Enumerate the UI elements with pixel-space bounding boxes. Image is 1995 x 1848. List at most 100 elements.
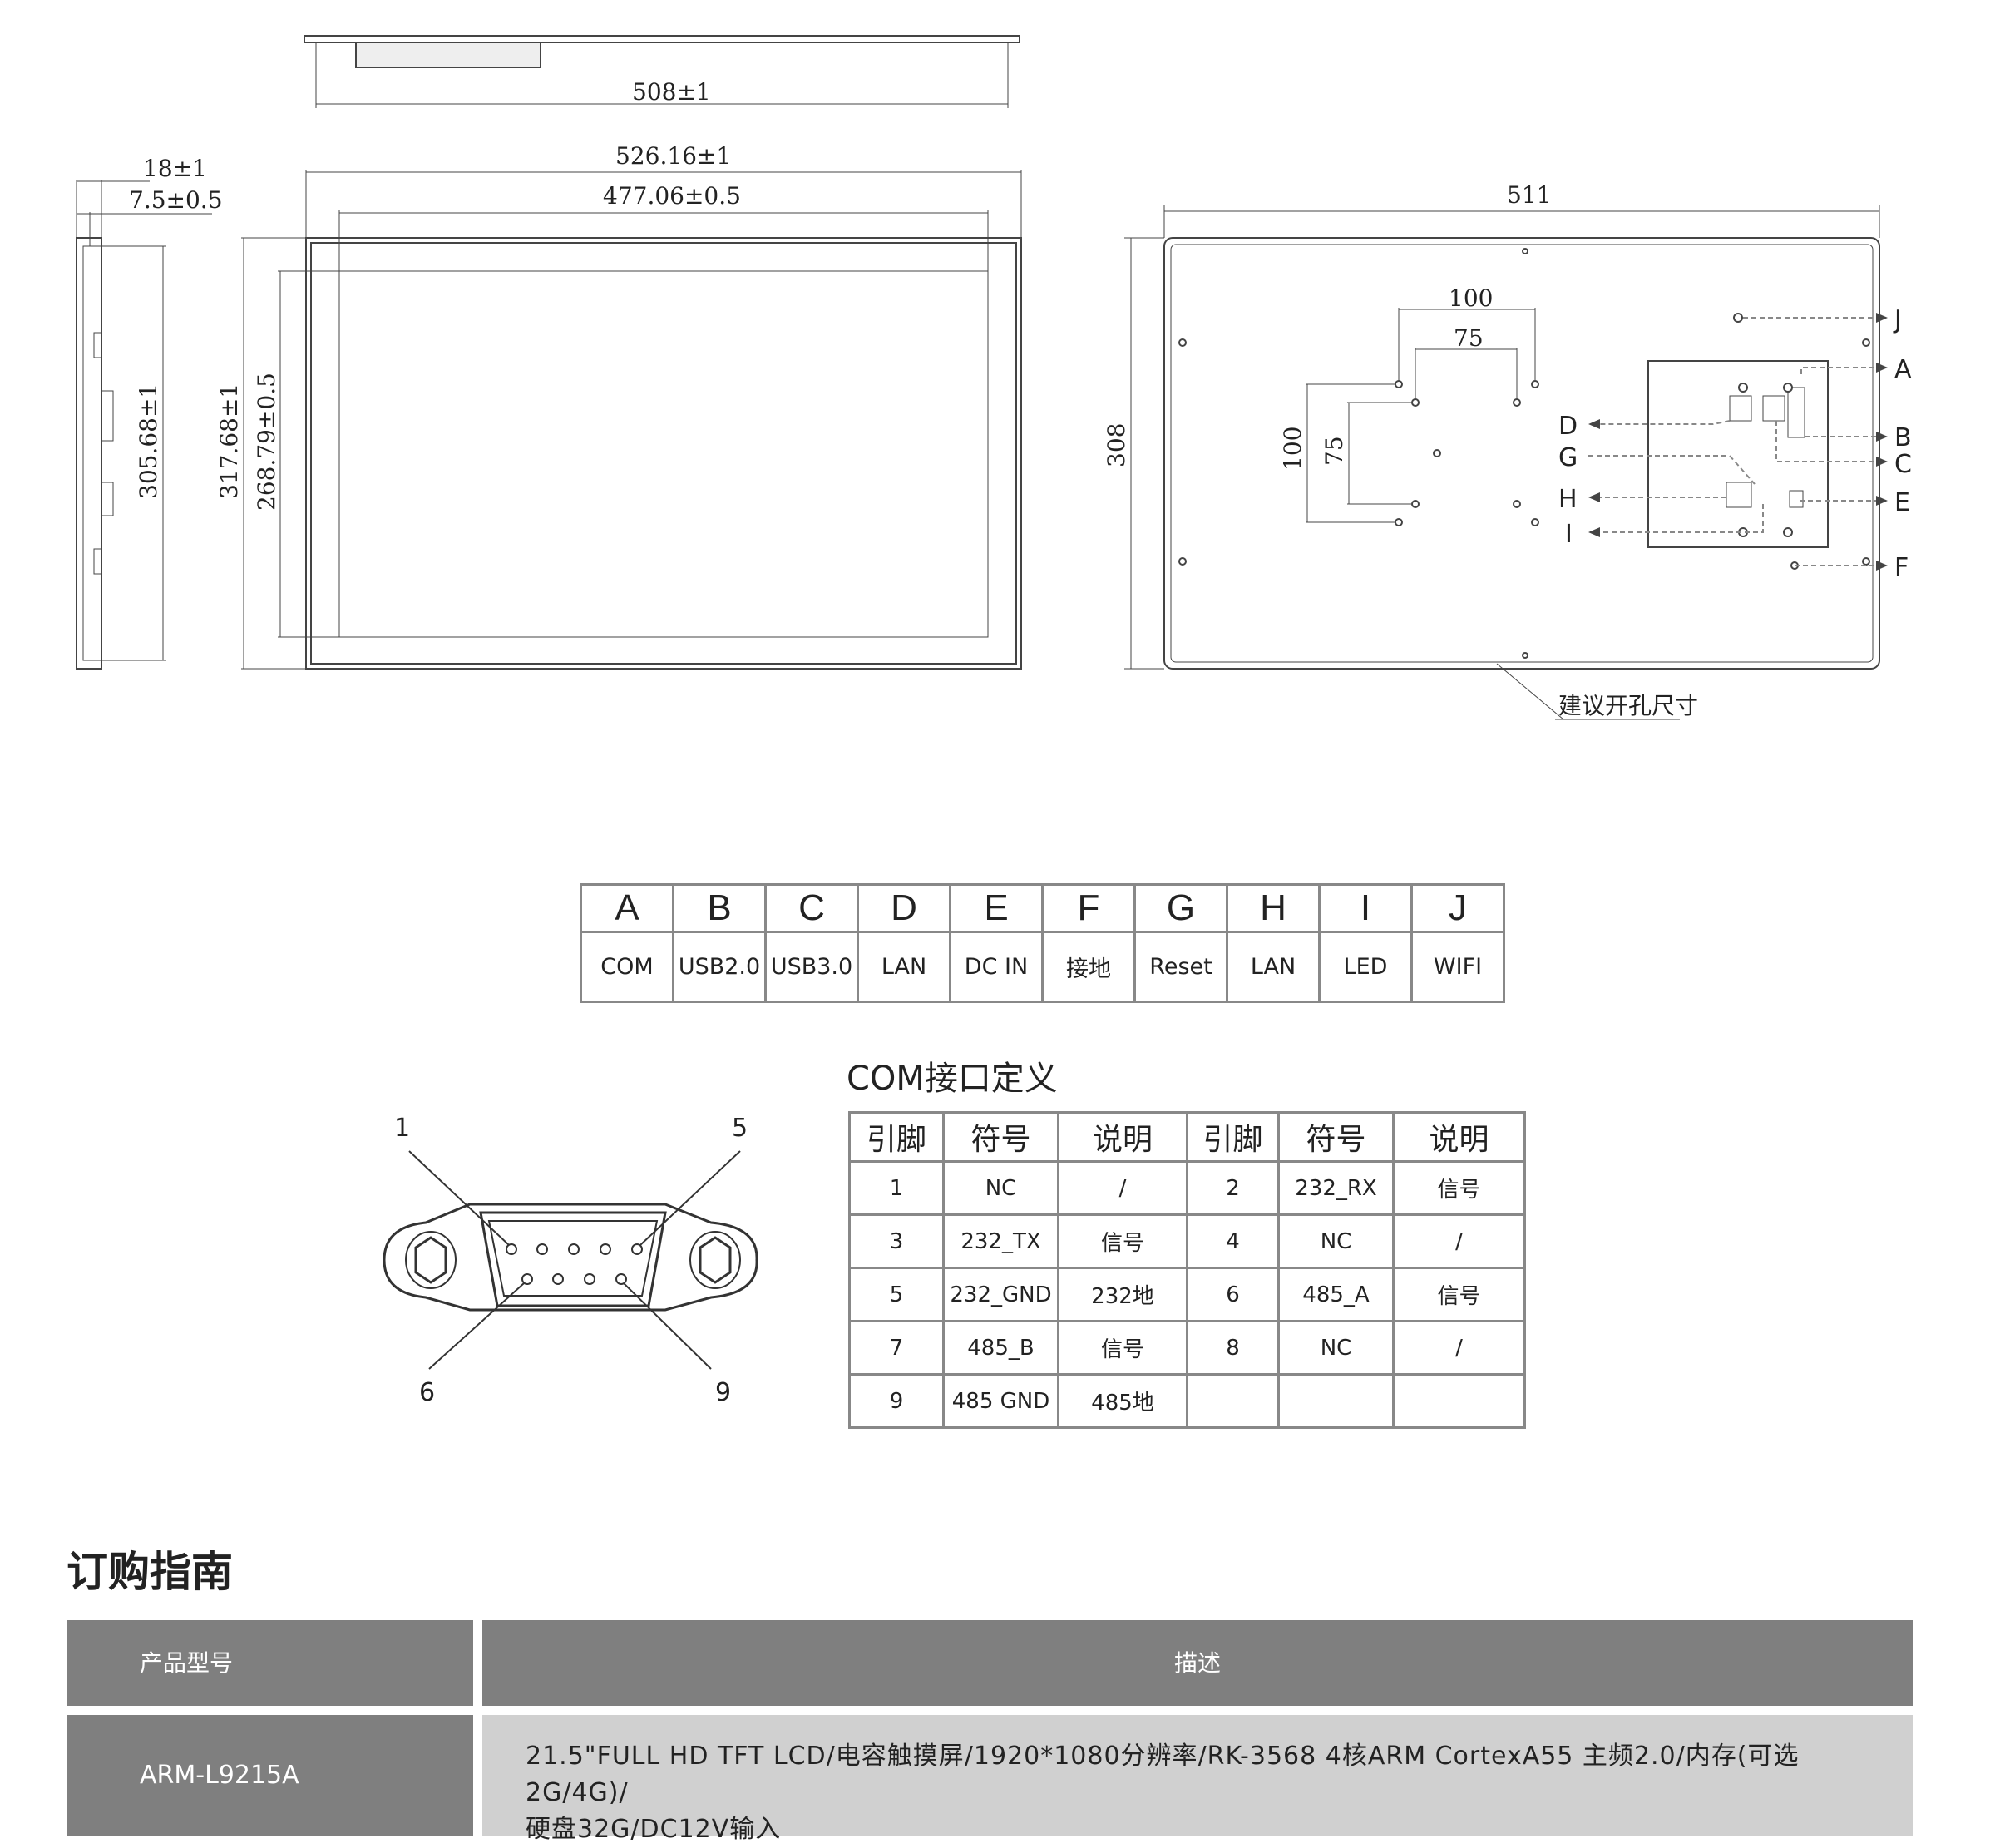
pin-label-5: 5 <box>732 1114 748 1143</box>
com-cell: 信号 <box>1057 1213 1188 1269</box>
port-name: DC IN <box>949 931 1044 1003</box>
com-header: 符号 <box>1277 1111 1395 1163</box>
com-cell: 信号 <box>1057 1320 1188 1376</box>
side-view <box>76 180 212 670</box>
port-name-row: COM USB2.0 USB3.0 LAN DC IN 接地 Reset LAN… <box>580 931 1505 1003</box>
com-cell: 4 <box>1186 1213 1280 1269</box>
com-cell: 信号 <box>1392 1160 1526 1216</box>
com-cell: 5 <box>848 1267 945 1322</box>
com-cell: 信号 <box>1392 1267 1526 1322</box>
dim-vesa-inner-v: 75 <box>1321 436 1348 466</box>
com-cell: / <box>1057 1160 1188 1216</box>
port-letter: H <box>1226 883 1321 933</box>
com-cell: NC <box>942 1160 1059 1216</box>
order-desc-line-2: 硬盘32G/DC12V输入 <box>526 1815 782 1844</box>
com-cell: 6 <box>1186 1267 1280 1322</box>
port-letter: I <box>1318 883 1413 933</box>
dim-back-width: 511 <box>1507 181 1551 209</box>
com-row: 7 485_B 信号 8 NC / <box>848 1320 1526 1376</box>
com-cell: NC <box>1277 1213 1395 1269</box>
callout-i: I <box>1565 520 1573 549</box>
port-letter: D <box>857 883 951 933</box>
com-cell: 7 <box>848 1320 945 1376</box>
com-header: 符号 <box>942 1111 1059 1163</box>
technical-drawing: J A B C D G H E I F 508±1 526.16±1 477.0… <box>76 35 1912 1407</box>
port-table: A B C D E F G H I J COM USB2.0 USB3.0 LA… <box>580 883 1505 1003</box>
port-letter: E <box>949 883 1044 933</box>
back-view <box>1124 205 1880 720</box>
com-cell: 232地 <box>1057 1267 1188 1322</box>
com-header: 说明 <box>1057 1111 1188 1163</box>
com-cell: 3 <box>848 1213 945 1269</box>
callout-e: E <box>1894 488 1910 517</box>
com-cell: 485_A <box>1277 1267 1395 1322</box>
port-name: Reset <box>1133 931 1228 1003</box>
com-cell: 232_RX <box>1277 1160 1395 1216</box>
callout-c: C <box>1894 450 1912 479</box>
callout-b: B <box>1894 423 1912 452</box>
callout-h: H <box>1558 485 1578 514</box>
port-name: WIFI <box>1410 931 1505 1003</box>
com-cell <box>1392 1373 1526 1429</box>
port-letter: B <box>672 883 767 933</box>
com-table: 引脚 符号 说明 引脚 符号 说明 1 NC / 2 232_RX 信号 3 2… <box>848 1111 1526 1429</box>
port-name: LAN <box>1226 931 1321 1003</box>
pin-label-1: 1 <box>394 1114 410 1143</box>
com-row: 5 232_GND 232地 6 485_A 信号 <box>848 1267 1526 1322</box>
order-title: 订购指南 <box>67 1548 233 1596</box>
top-view <box>304 35 1020 108</box>
com-header: 引脚 <box>848 1111 945 1163</box>
callout-d: D <box>1558 412 1578 441</box>
com-cell: 232_TX <box>942 1213 1059 1269</box>
com-cell <box>1277 1373 1395 1429</box>
dim-outer-width: 526.16±1 <box>615 142 731 170</box>
com-cell: NC <box>1277 1320 1395 1376</box>
com-header: 引脚 <box>1186 1111 1280 1163</box>
port-letter: C <box>764 883 859 933</box>
com-cell <box>1186 1373 1280 1429</box>
order-desc-line-1: 21.5"FULL HD TFT LCD/电容触摸屏/1920*1080分辨率/… <box>526 1742 1800 1807</box>
dim-inner-height: 268.79±0.5 <box>253 373 280 511</box>
port-name: LED <box>1318 931 1413 1003</box>
dim-back-height: 308 <box>1103 423 1130 467</box>
order-header-desc: 描述 <box>482 1620 1913 1706</box>
com-header: 说明 <box>1392 1111 1526 1163</box>
dim-vesa-outer-h: 100 <box>1449 284 1493 312</box>
port-name: USB3.0 <box>764 931 859 1003</box>
com-row: 1 NC / 2 232_RX 信号 <box>848 1160 1526 1216</box>
dim-vesa-outer-v: 100 <box>1279 427 1306 471</box>
pin-label-9: 9 <box>715 1378 731 1407</box>
port-name: USB2.0 <box>672 931 767 1003</box>
port-letter: F <box>1041 883 1136 933</box>
callout-j: J <box>1893 305 1902 334</box>
port-letter-row: A B C D E F G H I J <box>580 883 1505 933</box>
com-title: COM接口定义 <box>847 1060 1058 1098</box>
order-model: ARM-L9215A <box>67 1715 473 1836</box>
dim-top-width: 508±1 <box>632 78 711 106</box>
db9-connector <box>383 1150 758 1370</box>
port-name: LAN <box>857 931 951 1003</box>
dim-side-height: 305.68±1 <box>135 383 162 499</box>
port-letter: A <box>580 883 674 933</box>
com-cell: 8 <box>1186 1320 1280 1376</box>
port-letter: G <box>1133 883 1228 933</box>
port-letter: J <box>1410 883 1505 933</box>
dim-depth: 18±1 <box>143 155 207 182</box>
com-cell: / <box>1392 1320 1526 1376</box>
cutout-label: 建议开孔尺寸 <box>1558 692 1698 719</box>
front-view <box>241 170 1022 670</box>
com-cell: 485_B <box>942 1320 1059 1376</box>
port-name: COM <box>580 931 674 1003</box>
callout-f: F <box>1894 553 1909 582</box>
dim-depth-inner: 7.5±0.5 <box>129 186 223 214</box>
port-name: 接地 <box>1041 931 1136 1003</box>
com-row: 3 232_TX 信号 4 NC / <box>848 1213 1526 1269</box>
dim-vesa-inner-h: 75 <box>1454 324 1484 352</box>
com-cell: 9 <box>848 1373 945 1429</box>
callout-a: A <box>1894 355 1912 384</box>
pin-label-6: 6 <box>419 1378 435 1407</box>
com-cell: 485地 <box>1057 1373 1188 1429</box>
com-cell: / <box>1392 1213 1526 1269</box>
com-row: 9 485 GND 485地 <box>848 1373 1526 1429</box>
dim-outer-height: 317.68±1 <box>215 383 243 499</box>
